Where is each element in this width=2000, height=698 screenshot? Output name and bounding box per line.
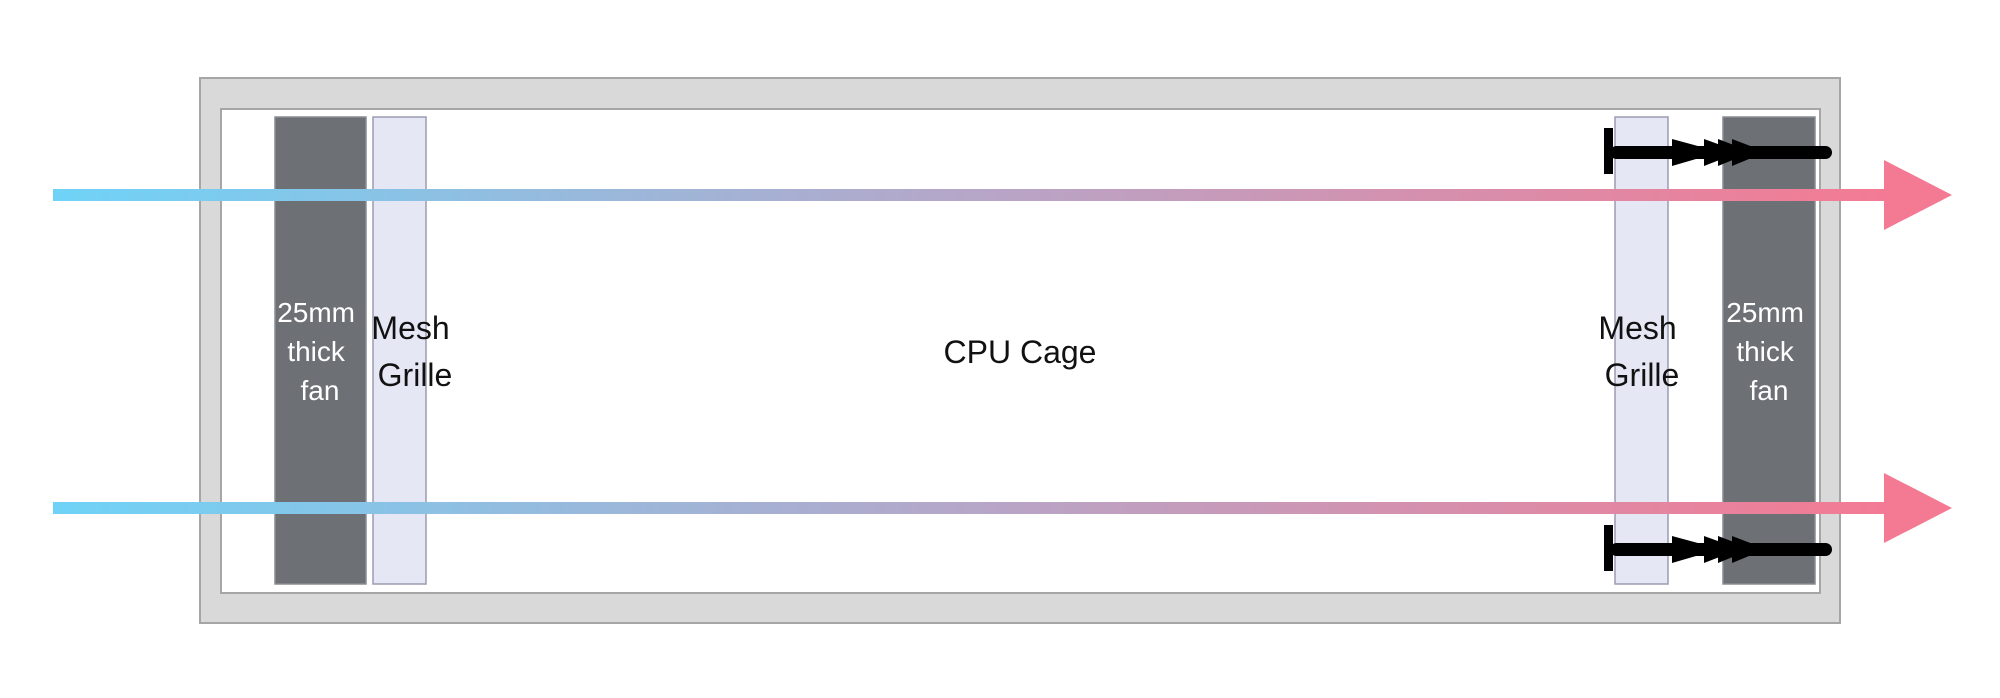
screw-bottom-thread-4	[1732, 536, 1766, 563]
screw-bottom	[1604, 525, 1832, 571]
left-fan-label-line3: fan	[301, 375, 340, 406]
airflow-arrow-bottom-head	[1884, 473, 1952, 543]
airflow-arrow-bottom-shaft	[53, 502, 1889, 514]
right-grille-label-line1: Mesh	[1598, 310, 1676, 346]
screw-top-head	[1604, 128, 1613, 174]
right-fan-label-line3: fan	[1750, 375, 1789, 406]
right-grille-label-line2: Grille	[1605, 357, 1680, 393]
screw-top	[1604, 128, 1832, 174]
screw-bottom-head	[1604, 525, 1613, 571]
right-fan-label-line1: 25mm	[1726, 297, 1804, 328]
airflow-arrow-top-head	[1884, 160, 1952, 230]
left-grille-label-line2: Grille	[378, 357, 453, 393]
right-fan-label-line2: thick	[1736, 336, 1795, 367]
left-grille-label: Mesh Grille	[371, 310, 458, 393]
airflow-arrow-bottom	[53, 473, 1952, 543]
screw-bottom-thread-1	[1672, 536, 1720, 563]
left-fan-label: 25mm thick fan	[277, 297, 363, 406]
airflow-arrow-top	[53, 160, 1952, 230]
screw-top-thread-4	[1732, 139, 1766, 166]
left-grille-label-line1: Mesh	[371, 310, 449, 346]
airflow-arrow-top-shaft	[53, 189, 1889, 201]
left-fan-label-line1: 25mm	[277, 297, 355, 328]
screw-top-thread-1	[1672, 139, 1720, 166]
left-fan-label-line2: thick	[287, 336, 346, 367]
right-fan-label: 25mm thick fan	[1726, 297, 1812, 406]
cage-label: CPU Cage	[944, 334, 1097, 370]
right-grille-label: Mesh Grille	[1598, 310, 1685, 393]
